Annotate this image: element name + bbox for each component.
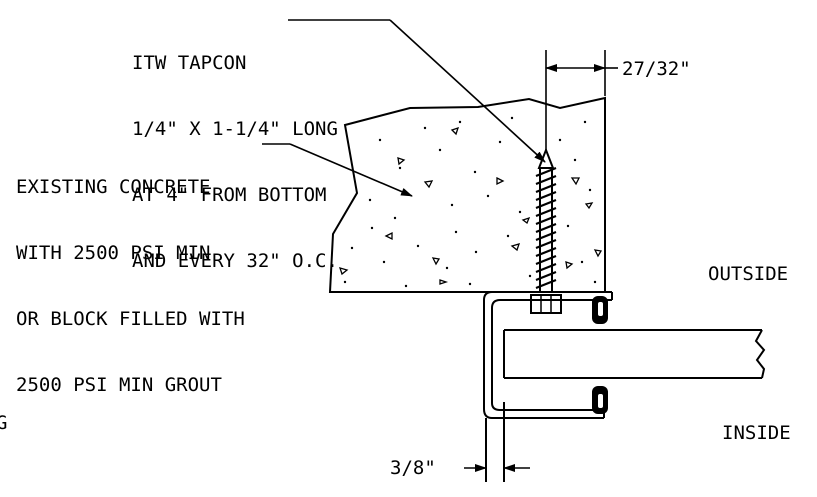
tapcon-line-3: AT 4" FROM BOTTOM bbox=[132, 184, 327, 206]
dimension-top-label: 27/32" bbox=[622, 58, 691, 80]
glazing-gasket-top bbox=[592, 296, 608, 324]
concrete-callout: EXISTING CONCRETE WITH 2500 PSI MIN OR B… bbox=[16, 132, 245, 440]
tapcon-line-2: 1/4" X 1-1/4" LONG bbox=[132, 118, 338, 140]
concrete-stipple bbox=[338, 116, 603, 288]
dimension-bottom-label: 3/8" bbox=[390, 457, 436, 479]
edge-fragment-label: G bbox=[0, 412, 8, 434]
concrete-line-1: EXISTING CONCRETE bbox=[16, 176, 211, 198]
leader-tapcon bbox=[288, 19, 546, 163]
glass-panel bbox=[503, 329, 766, 379]
tapcon-screw bbox=[530, 147, 562, 314]
concrete-line-4: 2500 PSI MIN GROUT bbox=[16, 374, 222, 396]
tapcon-line-4: AND EVERY 32" O.C. bbox=[132, 250, 338, 272]
tapcon-line-1: ITW TAPCON bbox=[132, 52, 247, 74]
concrete-line-3: OR BLOCK FILLED WITH bbox=[16, 308, 245, 330]
dimension-top bbox=[545, 50, 618, 150]
concrete-line-2: WITH 2500 PSI MIN bbox=[16, 242, 211, 264]
outside-label: OUTSIDE bbox=[708, 263, 789, 285]
glazing-gasket-bottom bbox=[592, 386, 608, 414]
leader-concrete bbox=[262, 143, 413, 197]
inside-label: INSIDE bbox=[722, 422, 791, 444]
tapcon-callout: ITW TAPCON 1/4" X 1-1/4" LONG AT 4" FROM… bbox=[132, 8, 338, 316]
concrete-block bbox=[328, 96, 606, 293]
